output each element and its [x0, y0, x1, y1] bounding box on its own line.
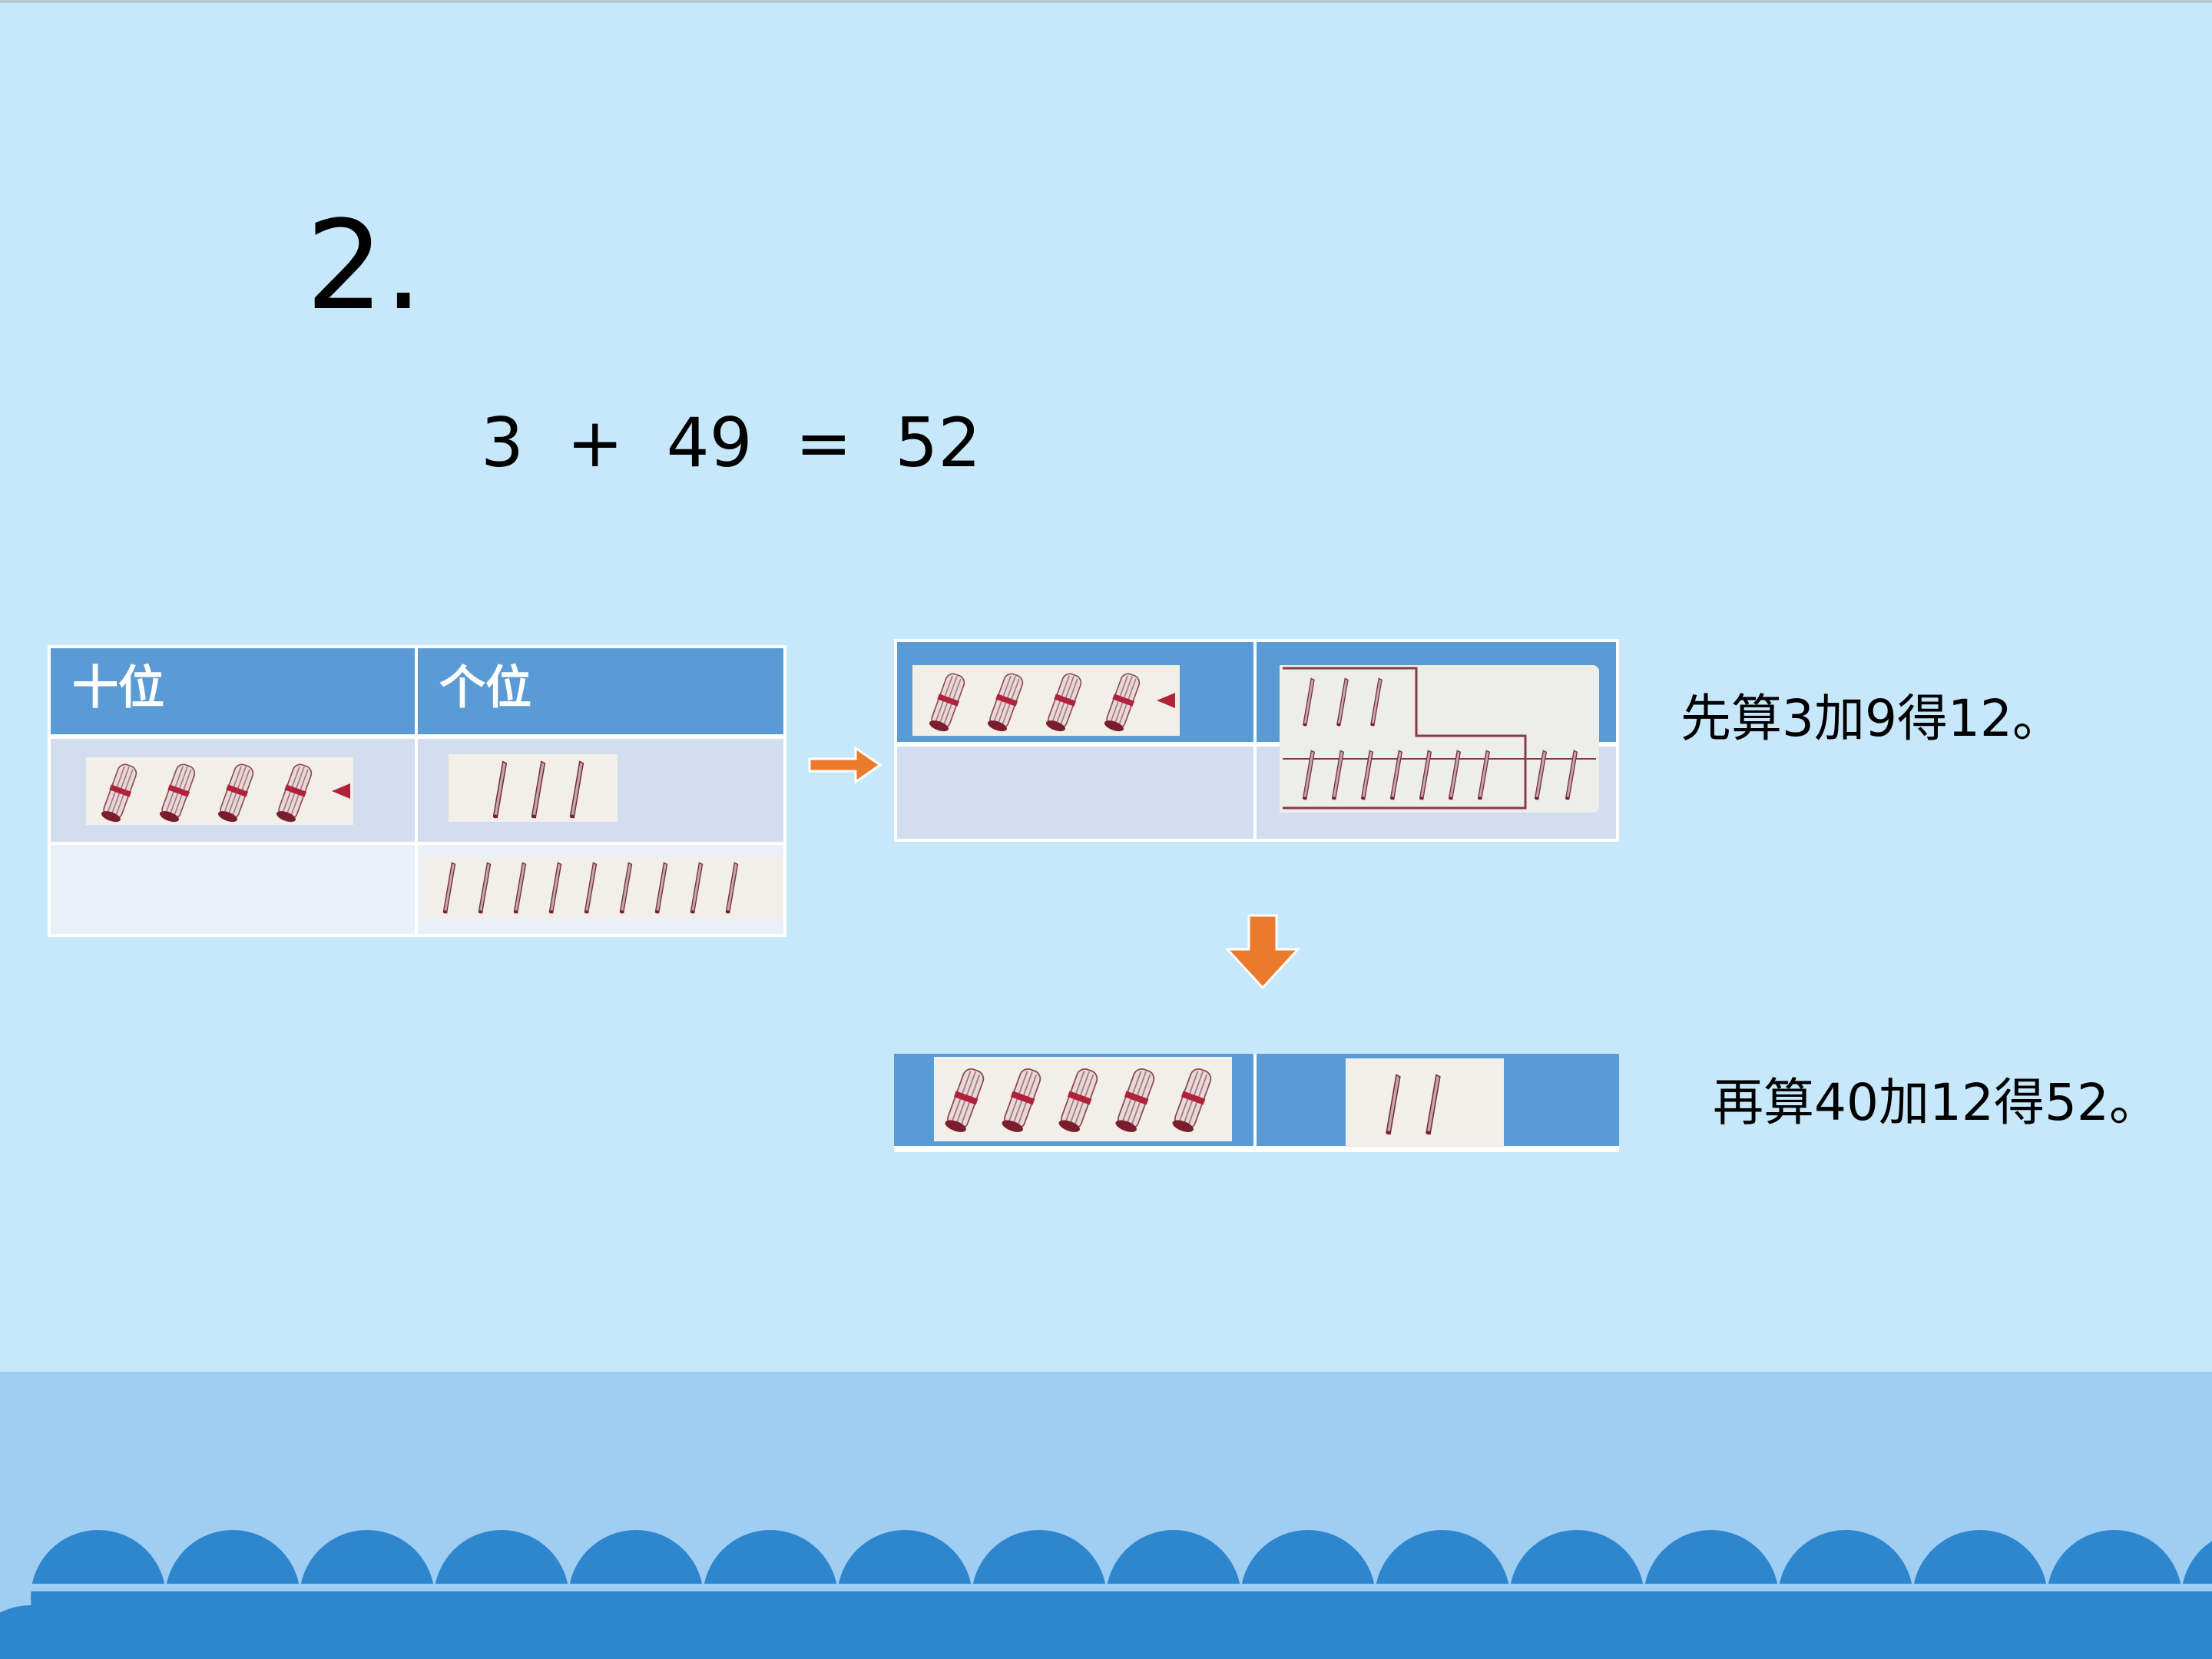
tens-bundles-picture — [934, 1057, 1232, 1141]
step1-caption: 先算3加9得12。 — [1681, 689, 2063, 748]
bundle-of-ten-sticks-icon — [929, 671, 968, 733]
bundle-of-ten-sticks-icon — [160, 761, 198, 823]
problem-number: 2. — [306, 194, 423, 337]
bundle-of-ten-sticks-icon — [218, 761, 257, 823]
bundle-of-ten-sticks-icon — [1172, 1065, 1215, 1134]
step2-caption: 再算40加12得52。 — [1713, 1073, 2160, 1132]
counting-stick-icon — [568, 760, 584, 819]
bundle-of-ten-sticks-icon — [988, 671, 1026, 733]
counting-stick-icon — [1302, 677, 1315, 727]
bundle-of-ten-sticks-icon — [1046, 671, 1084, 733]
bundle-of-ten-sticks-icon — [945, 1065, 988, 1134]
header-divider — [897, 742, 1616, 747]
header-tens: 十位 — [72, 661, 164, 715]
counting-stick-icon — [492, 760, 508, 819]
counting-stick-icon — [1369, 677, 1382, 727]
column-divider — [1253, 1054, 1257, 1146]
ones-sticks-picture-row2 — [424, 857, 783, 919]
bundle-of-ten-sticks-icon — [1115, 1065, 1158, 1134]
counting-stick-icon — [1425, 1074, 1441, 1135]
arrow-right-icon — [808, 746, 882, 784]
tens-bundles-picture — [912, 665, 1180, 736]
ones-sticks-picture — [449, 754, 618, 822]
ones-grouping-picture — [1280, 665, 1599, 813]
counting-stick-icon — [1385, 1074, 1401, 1135]
bundle-of-ten-sticks-icon — [1058, 1065, 1101, 1134]
ones-sticks-picture — [1346, 1058, 1504, 1147]
equation: 3 + 49 = 52 — [481, 403, 982, 482]
bundle-of-ten-sticks-icon — [276, 761, 315, 823]
bundle-of-ten-sticks-icon — [101, 761, 140, 823]
bundle-of-ten-sticks-icon — [1104, 671, 1143, 733]
arrow-down-icon — [1224, 914, 1301, 990]
column-divider — [415, 648, 418, 934]
header-ones: 个位 — [439, 661, 531, 715]
counting-stick-icon — [1336, 677, 1349, 727]
wave-decoration — [0, 1530, 2212, 1659]
top-border — [0, 0, 2212, 3]
bundle-of-ten-sticks-icon — [1002, 1065, 1045, 1134]
column-divider — [1253, 642, 1257, 839]
table-frame — [894, 639, 1619, 842]
counting-stick-icon — [530, 760, 546, 819]
tens-bundles-picture — [86, 757, 353, 825]
table-frame — [48, 645, 786, 937]
bottom-divider — [894, 1146, 1619, 1152]
